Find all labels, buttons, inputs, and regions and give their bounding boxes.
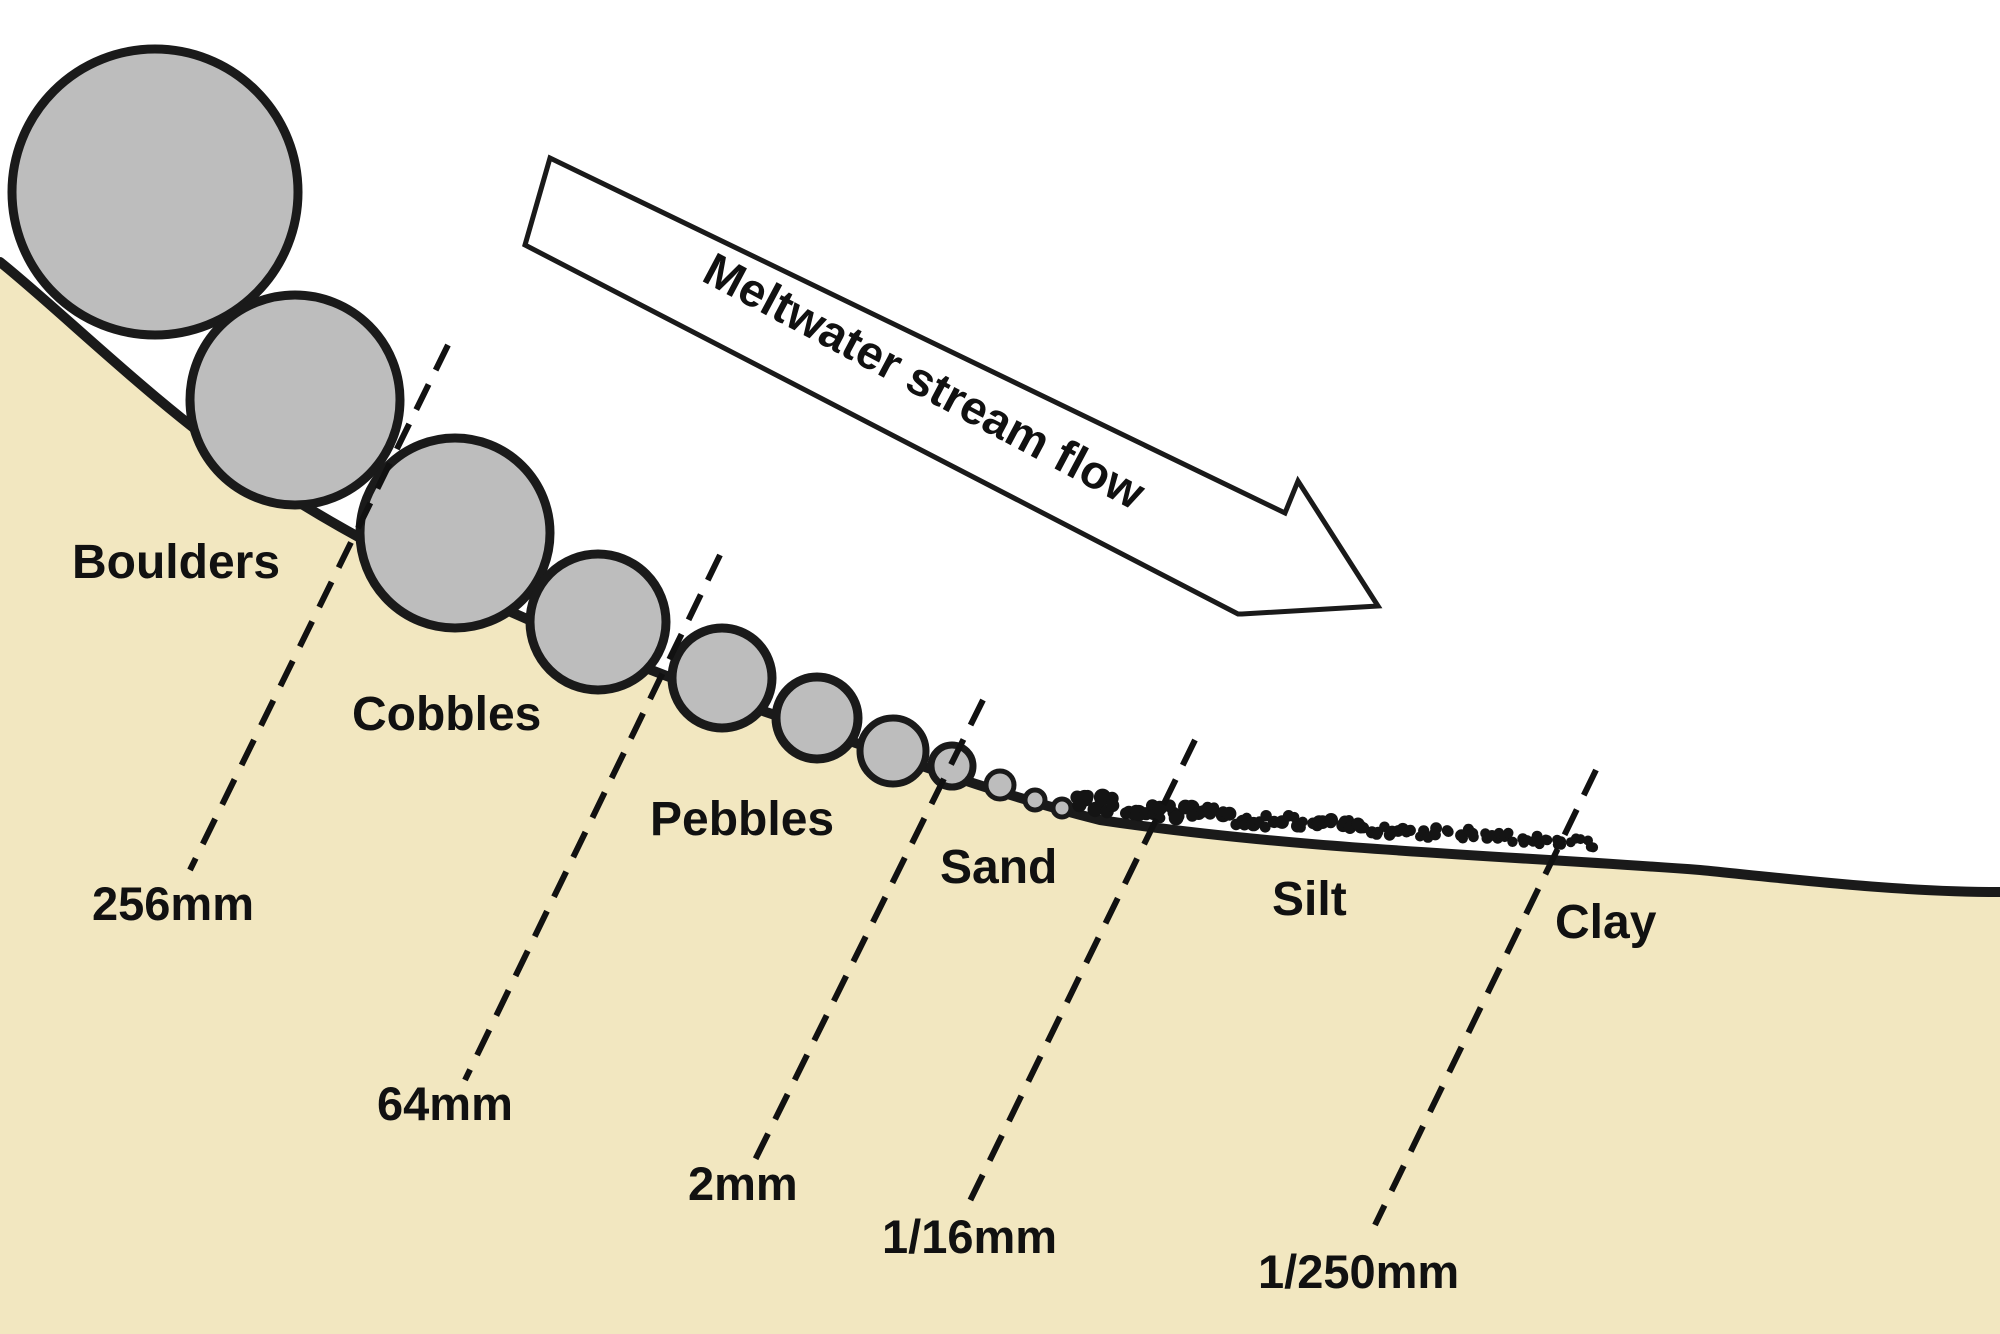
silt-particle [1208, 802, 1220, 813]
flow-arrow [522, 154, 1383, 617]
sand-grain-3 [1022, 787, 1048, 813]
silt-particle [1507, 836, 1518, 847]
pebble-2 [771, 672, 863, 764]
silt-particle [1575, 834, 1586, 845]
silt-particle [1540, 834, 1551, 845]
silt-particle [1429, 829, 1441, 841]
size-label-64mm: 64mm [377, 1077, 513, 1130]
size-label-2mm: 2mm [688, 1157, 798, 1210]
silt-particle [1555, 839, 1567, 850]
silt-particle [1466, 827, 1479, 840]
boundary-1-250mm-line [1372, 768, 1599, 1227]
label-clay: Clay [1555, 896, 1657, 949]
silt-particles [1070, 788, 1599, 853]
cobble-large [355, 433, 555, 633]
sand-grain-4 [1050, 796, 1074, 820]
boulder-large [7, 44, 303, 340]
pebble-1 [667, 623, 777, 733]
label-cobbles: Cobbles [352, 688, 541, 741]
label-boulders: Boulders [72, 536, 280, 589]
size-label-256mm: 256mm [92, 877, 254, 930]
size-label-1-250mm: 1/250mm [1258, 1245, 1459, 1298]
cobble-small [525, 549, 671, 695]
label-sand: Sand [940, 841, 1057, 894]
sand-grain-2 [983, 768, 1017, 802]
silt-particle [1503, 827, 1514, 839]
silt-particle [1443, 826, 1454, 837]
flow-label: Meltwater stream flow [695, 242, 1154, 520]
silt-particle [1297, 816, 1308, 827]
silt-particle [1404, 824, 1416, 837]
silt-particle [1522, 835, 1533, 846]
silt-particle [1222, 806, 1237, 821]
silt-particle [1289, 811, 1300, 823]
silt-particle [1081, 789, 1094, 803]
silt-particle [1457, 833, 1469, 844]
boundary-256mm-line [187, 343, 451, 872]
silt-particle [1371, 828, 1383, 840]
sand-grain-1 [927, 741, 977, 791]
silt-particle [1585, 841, 1596, 852]
silt-particle [1087, 801, 1103, 818]
boulder-medium [185, 290, 405, 510]
silt-particle [1106, 798, 1120, 813]
label-pebbles: Pebbles [650, 793, 834, 846]
label-silt: Silt [1272, 873, 1347, 926]
silt-particle [1259, 821, 1271, 833]
pebble-3 [856, 714, 930, 788]
silt-particle [1186, 809, 1199, 822]
silt-particle [1168, 810, 1184, 826]
size-label-1-16mm: 1/16mm [882, 1210, 1057, 1263]
silt-particle [1324, 816, 1337, 829]
boundary-64mm-line [462, 553, 723, 1082]
